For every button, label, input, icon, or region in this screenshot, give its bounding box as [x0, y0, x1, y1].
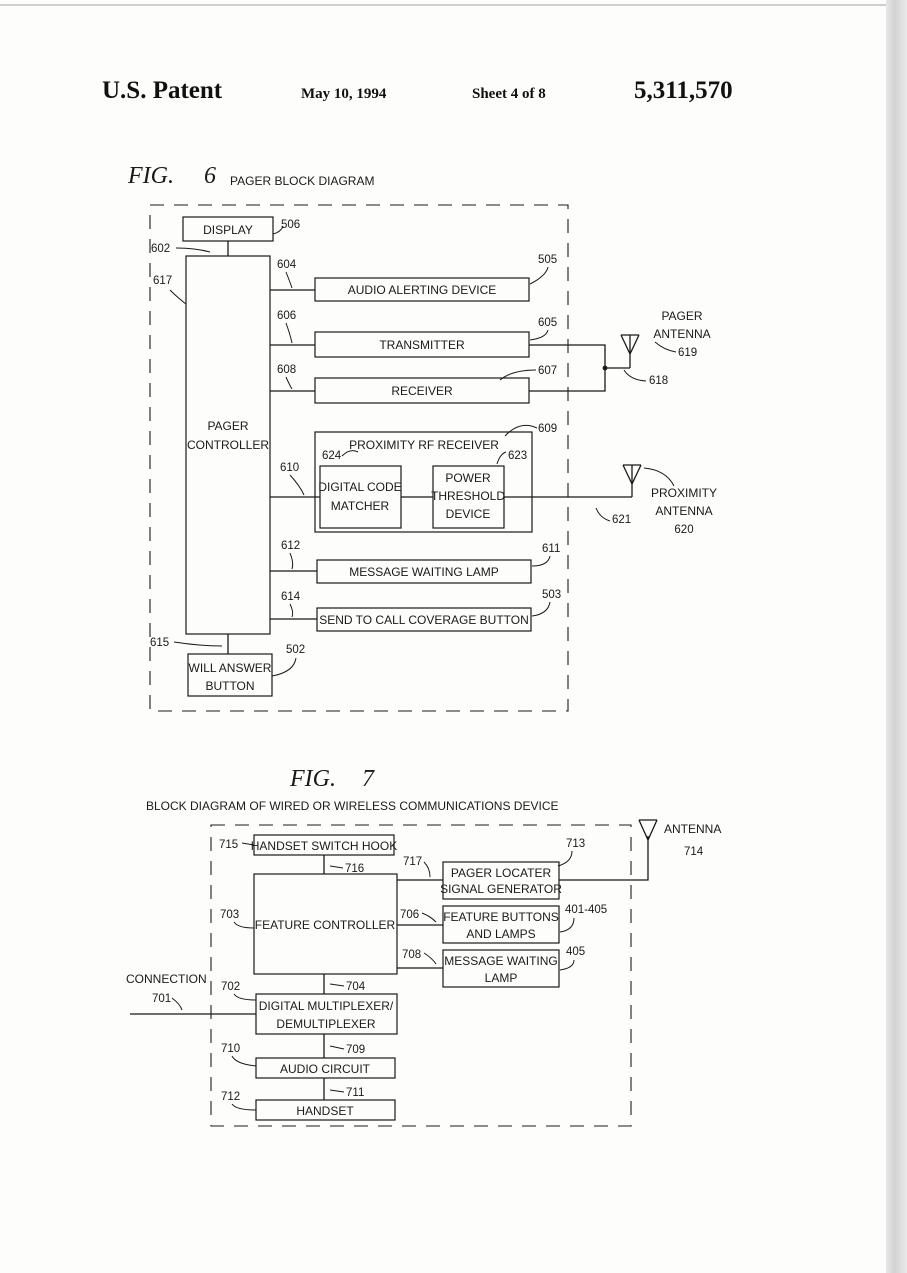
ref-615: 615 — [150, 637, 169, 649]
fig7-device-enclosure — [211, 825, 631, 1126]
send-to-call-coverage-button-label: SEND TO CALL COVERAGE BUTTON — [319, 613, 529, 627]
ref-605: 605 — [538, 317, 557, 329]
ref-505: 505 — [538, 254, 557, 266]
ref-706: 706 — [400, 909, 419, 921]
ref-712: 712 — [221, 1091, 240, 1103]
ref-617: 617 — [153, 275, 172, 287]
fig7-message-waiting-label-2: LAMP — [485, 971, 518, 985]
transmitter-label: TRANSMITTER — [379, 338, 465, 352]
digital-code-matcher-label-2: MATCHER — [331, 499, 390, 513]
ref-614: 614 — [281, 591, 301, 603]
ref-714: 714 — [684, 846, 704, 858]
ref-604: 604 — [277, 259, 297, 271]
proximity-rf-receiver-label: PROXIMITY RF RECEIVER — [349, 438, 499, 452]
ref-405: 405 — [566, 946, 585, 958]
ref-608: 608 — [277, 364, 296, 376]
fig7-message-waiting-label-1: MESSAGE WAITING — [444, 954, 558, 968]
pager-locater-label-2: SIGNAL GENERATOR — [440, 882, 562, 896]
ref-609: 609 — [538, 423, 557, 435]
ref-621: 621 — [612, 514, 631, 526]
fig7-title: BLOCK DIAGRAM OF WIRED OR WIRELESS COMMU… — [146, 799, 558, 813]
ref-602: 602 — [151, 243, 170, 255]
power-threshold-label-3: DEVICE — [446, 507, 491, 521]
ref-715: 715 — [219, 839, 238, 851]
ref-710: 710 — [221, 1043, 240, 1055]
handset-switch-hook-label: HANDSET SWITCH HOOK — [251, 839, 397, 853]
will-answer-button-label-2: BUTTON — [205, 679, 254, 693]
ref-502: 502 — [286, 644, 305, 656]
ref-717: 717 — [403, 856, 422, 868]
ref-702: 702 — [221, 981, 240, 993]
pager-antenna-label-2: ANTENNA — [653, 327, 710, 341]
ref-713: 713 — [566, 838, 585, 850]
ref-619: 619 — [678, 347, 697, 359]
multiplexer-label-2: DEMULTIPLEXER — [276, 1017, 375, 1031]
proximity-antenna-label-1: PROXIMITY — [651, 486, 717, 500]
ref-401-405: 401-405 — [565, 904, 607, 916]
ref-612: 612 — [281, 540, 300, 552]
ref-503: 503 — [542, 589, 561, 601]
connection-label: CONNECTION — [126, 972, 207, 986]
ref-623: 623 — [508, 450, 527, 462]
feature-buttons-label-1: FEATURE BUTTONS — [443, 910, 559, 924]
handset-label: HANDSET — [296, 1104, 354, 1118]
digital-code-matcher-label-1: DIGITAL CODE — [318, 480, 401, 494]
fig7-number: 7 — [362, 766, 375, 792]
ref-606: 606 — [277, 310, 296, 322]
fig7-label: FIG. — [289, 766, 336, 792]
pager-controller-label-1: PAGER — [207, 419, 248, 433]
ref-607: 607 — [538, 365, 557, 377]
pager-locater-label-1: PAGER LOCATER — [451, 866, 552, 880]
pager-antenna-label-1: PAGER — [661, 309, 702, 323]
ref-701: 701 — [152, 993, 171, 1005]
ref-704: 704 — [346, 981, 366, 993]
feature-buttons-label-2: AND LAMPS — [466, 927, 535, 941]
ref-618: 618 — [649, 375, 668, 387]
ref-610: 610 — [280, 462, 299, 474]
ref-711: 711 — [346, 1087, 364, 1099]
ref-709: 709 — [346, 1044, 365, 1056]
antenna-label: ANTENNA — [664, 822, 721, 836]
audio-alerting-device-label: AUDIO ALERTING DEVICE — [348, 283, 496, 297]
power-threshold-label-1: POWER — [445, 471, 491, 485]
fig6-number: 6 — [204, 163, 216, 189]
audio-circuit-label: AUDIO CIRCUIT — [280, 1062, 371, 1076]
ref-620: 620 — [674, 524, 693, 536]
fig6-label: FIG. — [127, 163, 174, 189]
message-waiting-lamp-label: MESSAGE WAITING LAMP — [349, 565, 499, 579]
multiplexer-label-1: DIGITAL MULTIPLEXER/ — [259, 999, 394, 1013]
power-threshold-label-2: THRESHOLD — [431, 489, 505, 503]
fig6-title: PAGER BLOCK DIAGRAM — [230, 174, 374, 188]
ref-624: 624 — [322, 450, 342, 462]
pager-controller-label-2: CONTROLLER — [187, 438, 269, 452]
display-label: DISPLAY — [203, 223, 253, 237]
will-answer-button-label-1: WILL ANSWER — [189, 661, 272, 675]
digital-code-matcher-block — [320, 466, 401, 528]
figure-6: FIG. 6 PAGER BLOCK DIAGRAM DISPLAY PAGER… — [127, 163, 717, 711]
ref-716: 716 — [345, 863, 364, 875]
ref-506: 506 — [281, 219, 300, 231]
ref-708: 708 — [402, 949, 421, 961]
receiver-label: RECEIVER — [391, 384, 453, 398]
proximity-antenna-label-2: ANTENNA — [655, 504, 712, 518]
ref-703: 703 — [220, 909, 239, 921]
figure-7: FIG. 7 BLOCK DIAGRAM OF WIRED OR WIRELES… — [126, 766, 721, 1126]
feature-controller-label: FEATURE CONTROLLER — [255, 918, 396, 932]
fig6-pager-enclosure — [150, 205, 568, 711]
ref-611: 611 — [542, 543, 560, 555]
